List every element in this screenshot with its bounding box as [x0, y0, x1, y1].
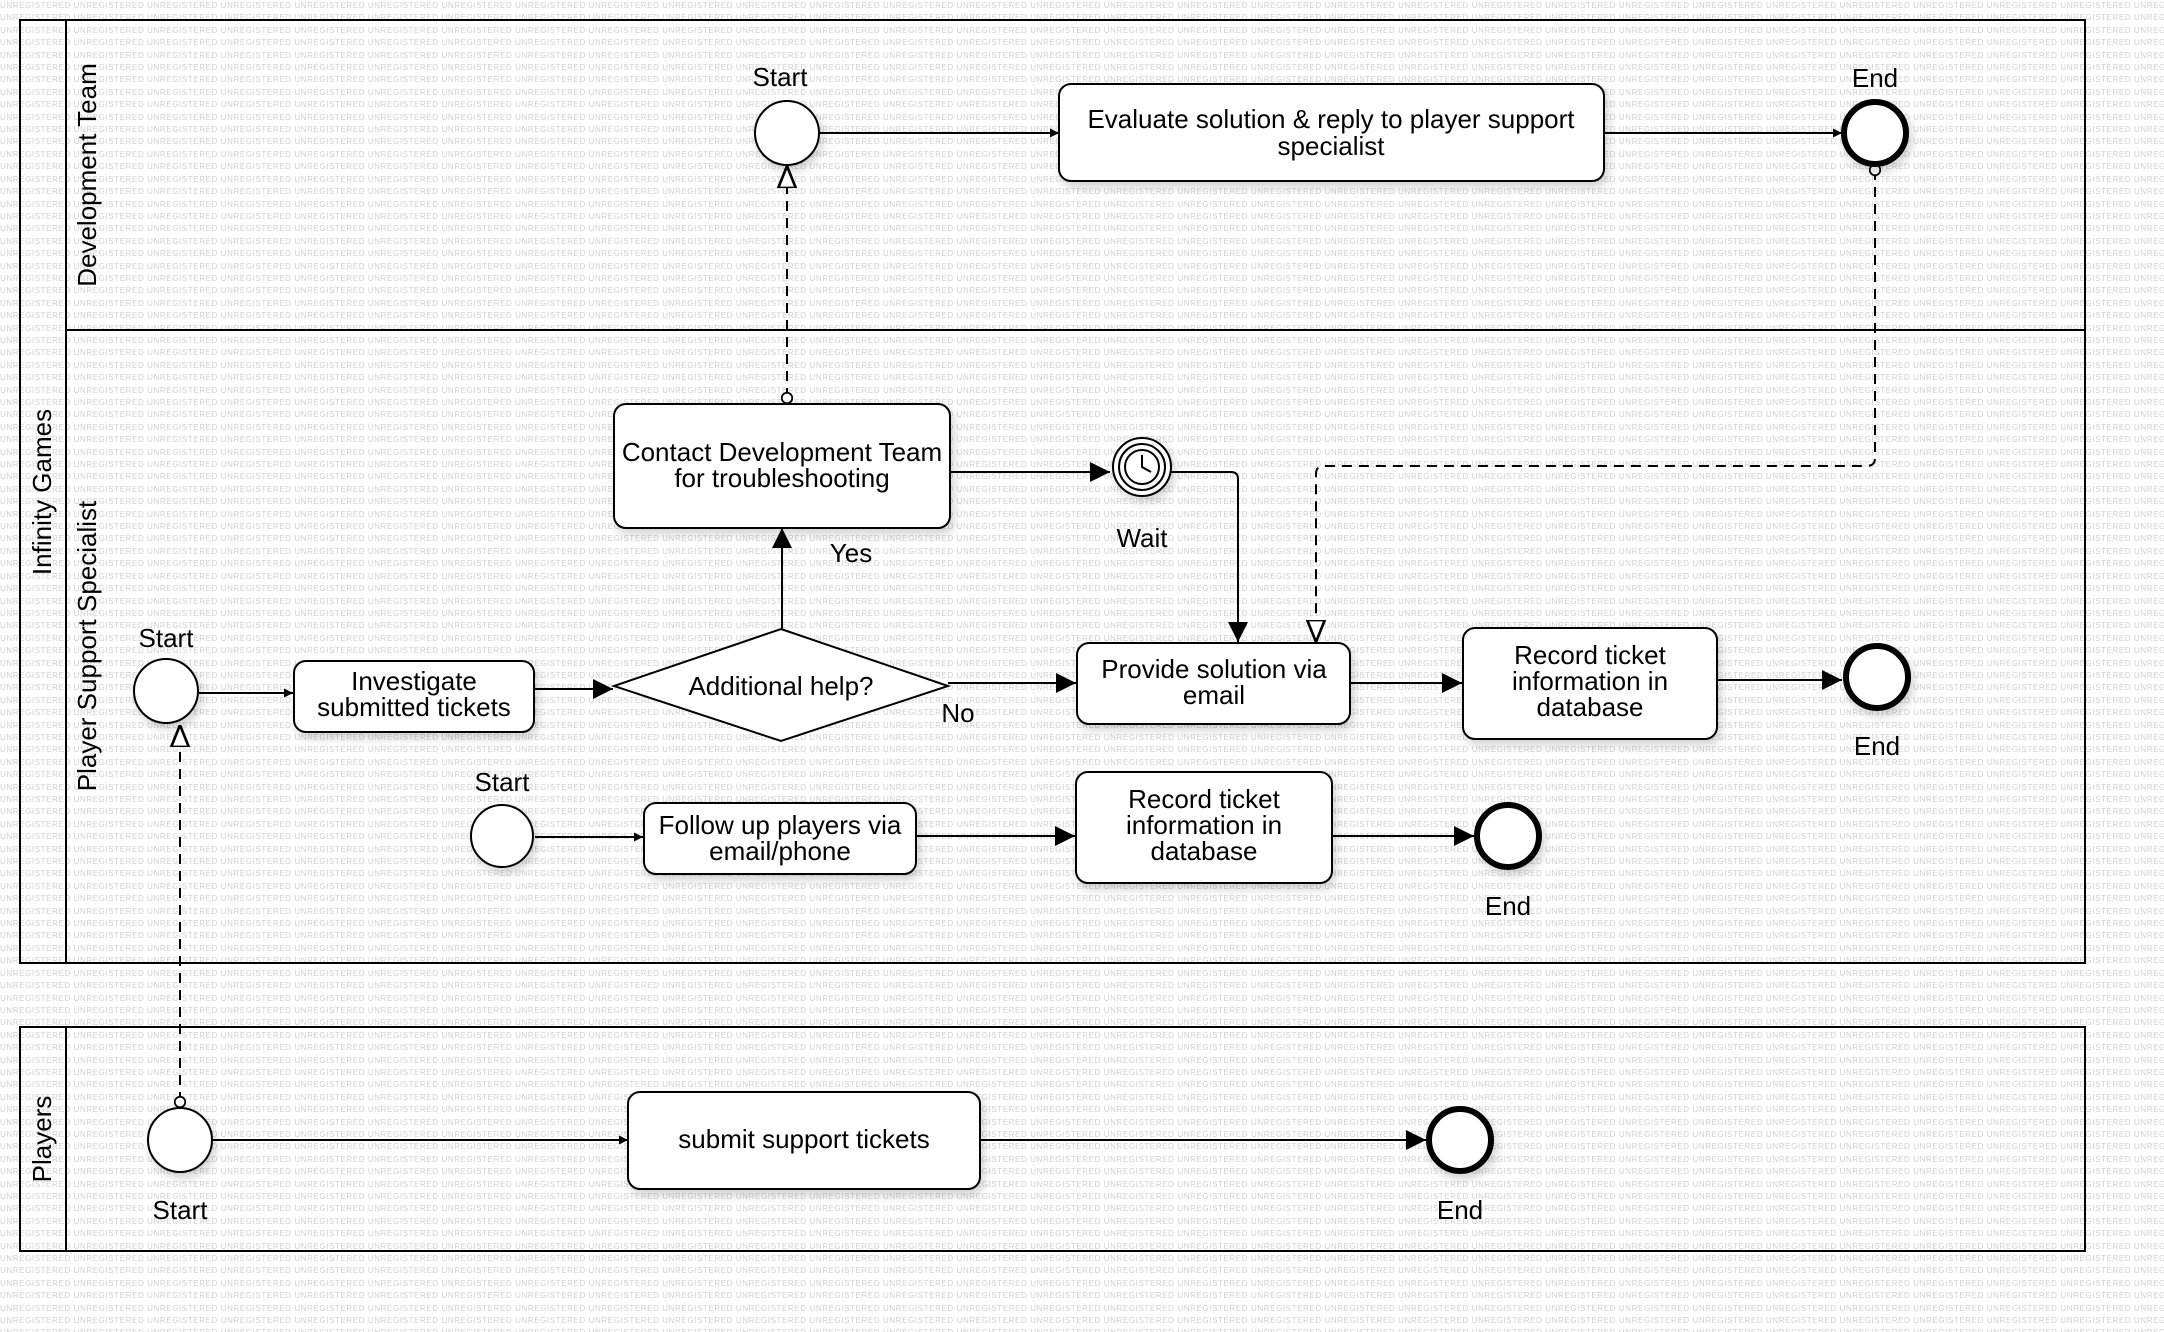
label-start-followup: Start: [475, 767, 531, 797]
task-record-1-line-3: database: [1537, 692, 1644, 722]
flows: [199, 128, 1842, 1150]
task-provide-solution: [1076, 642, 1351, 725]
pool-players: Players: [19, 1026, 2086, 1252]
label-start-ps: Start: [139, 623, 195, 653]
svg-text:Record ticketinformation indat: Record ticketinformation indatabase: [1126, 784, 1282, 866]
pool-label-infinity-games: Infinity Games: [27, 409, 57, 575]
gateway-additional-help: [610, 627, 952, 743]
task-record-ticket-2: [1075, 771, 1333, 884]
task-evaluate: [1058, 83, 1605, 182]
task-follow-up-line-2: email/phone: [709, 836, 851, 866]
task-submit-tickets: [627, 1091, 981, 1190]
task-record-2-line-1: Record ticket: [1128, 784, 1280, 814]
task-evaluate-line-2: specialist: [1278, 131, 1386, 161]
end-event-dev: [1841, 99, 1909, 167]
task-follow-up: [643, 802, 917, 875]
svg-text:Contact Development Teamfor tr: Contact Development Teamfor troubleshoot…: [622, 437, 942, 493]
gateway-label: Additional help?: [688, 671, 873, 701]
task-investigate-line-2: submitted tickets: [317, 692, 511, 722]
pool-infinity-games: Infinity Games: [19, 19, 2086, 964]
task-record-2-line-3: database: [1151, 836, 1258, 866]
label-end-players: End: [1437, 1195, 1483, 1225]
task-follow-up-line-1: Follow up players via: [659, 810, 902, 840]
task-provide-solution-line-1: Provide solution via: [1101, 654, 1327, 684]
task-contact-dev-line-1: Contact Development Team: [622, 437, 942, 467]
task-submit-tickets-line-1: submit support tickets: [678, 1124, 929, 1154]
end-event-ps-1: [1843, 643, 1911, 711]
task-record-2-line-2: information in: [1126, 810, 1282, 840]
end-event-players: [1426, 1106, 1494, 1174]
label-wait: Wait: [1116, 523, 1168, 553]
clock-icon: [1124, 449, 1160, 485]
label-start-dev: Start: [753, 62, 809, 92]
start-event-followup: [470, 804, 534, 868]
svg-text:Investigatesubmitted tickets: Investigatesubmitted tickets: [317, 666, 511, 722]
start-event-ps: [133, 658, 199, 724]
lane-player-support-specialist: Player Support Specialist: [72, 500, 102, 791]
start-event-dev: [754, 100, 820, 166]
start-event-players: [147, 1107, 213, 1173]
timer-event-wait: [1112, 437, 1172, 497]
task-provide-solution-line-2: email: [1183, 680, 1245, 710]
svg-text:submit support tickets: submit support tickets: [678, 1124, 929, 1154]
svg-text:Follow up players viaemail/pho: Follow up players viaemail/phone: [659, 810, 902, 866]
label-no: No: [941, 698, 974, 728]
task-record-1-line-2: information in: [1512, 666, 1668, 696]
task-investigate: [293, 660, 535, 733]
lane-label-development-team: Development Team: [72, 63, 102, 287]
label-end-dev: End: [1852, 63, 1898, 93]
label-end-ps-1: End: [1854, 731, 1900, 761]
task-record-1-line-1: Record ticket: [1514, 640, 1666, 670]
svg-text:Evaluate solution & reply to p: Evaluate solution & reply to player supp…: [1087, 104, 1575, 161]
svg-text:Provide solution viaemail: Provide solution viaemail: [1101, 654, 1327, 710]
pool-label-players: Players: [27, 1096, 57, 1183]
task-investigate-line-1: Investigate: [351, 666, 477, 696]
flow-wait-to-provide: [1166, 471, 1248, 642]
svg-text:Record ticketinformation indat: Record ticketinformation indatabase: [1512, 640, 1668, 722]
message-dev-end-to-provide: [1316, 170, 1875, 642]
message-flows: [180, 166, 1875, 1102]
label-start-players: Start: [153, 1195, 209, 1225]
label-yes: Yes: [830, 538, 872, 568]
task-contact-dev: [613, 403, 951, 529]
label-end-ps-2: End: [1485, 891, 1531, 921]
end-event-ps-2: [1474, 802, 1542, 870]
task-evaluate-line-1: Evaluate solution & reply to player supp…: [1087, 104, 1575, 134]
task-record-ticket-1: [1462, 627, 1718, 740]
lane-label-player-support: Player Support Specialist: [72, 500, 102, 791]
task-contact-dev-line-2: for troubleshooting: [674, 463, 889, 493]
